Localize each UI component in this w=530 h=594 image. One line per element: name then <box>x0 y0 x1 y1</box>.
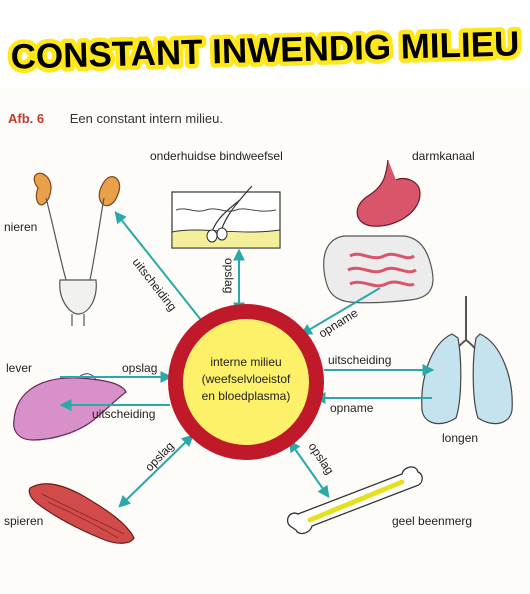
bone-illustration <box>286 466 423 535</box>
skin-illustration <box>171 185 281 249</box>
arrow-kidneys <box>114 211 206 326</box>
lungs-illustration <box>421 296 513 425</box>
arrows <box>59 211 435 508</box>
label-muscles: spieren <box>4 514 43 528</box>
arrow-bone <box>288 440 330 498</box>
muscle-illustration <box>28 483 135 544</box>
figure-heading: Afb. 6 Een constant intern milieu. <box>8 111 223 126</box>
arrow-intestine <box>299 287 381 336</box>
arrow-muscles <box>118 434 194 508</box>
banner-svg: CONSTANT INWENDIG MILIEU <box>6 20 525 81</box>
label-kidneys: nieren <box>4 220 37 234</box>
label-skin: onderhuidse bindweefsel <box>150 149 283 163</box>
label-lungs: longen <box>442 431 478 445</box>
label-intestine: darmkanaal <box>412 149 475 163</box>
arrow-label-lungs-out: uitscheiding <box>328 353 391 367</box>
label-liver: lever <box>6 361 32 375</box>
center-line-2: (weefselvloeistof <box>202 372 291 386</box>
center-disc <box>183 319 309 445</box>
label-bone: geel beenmerg <box>392 514 472 528</box>
intestine-illustration <box>323 159 434 304</box>
title-banner: CONSTANT INWENDIG MILIEU <box>0 0 530 88</box>
kidneys-illustration <box>33 172 121 326</box>
arrow-label-lungs-in: opname <box>330 401 374 415</box>
arrow-label-liver-in: opslag <box>122 361 157 375</box>
arrow-label-intestine: opname <box>316 306 360 341</box>
figure-caption: Een constant intern milieu. <box>69 111 223 126</box>
arrow-label-liver-out: uitscheiding <box>92 407 155 421</box>
figure-number: Afb. 6 <box>8 111 45 126</box>
arrow-label-skin: opslag <box>222 258 236 293</box>
center-line-1: interne milieu <box>210 355 281 369</box>
center-line-3: en bloedplasma) <box>202 389 291 403</box>
